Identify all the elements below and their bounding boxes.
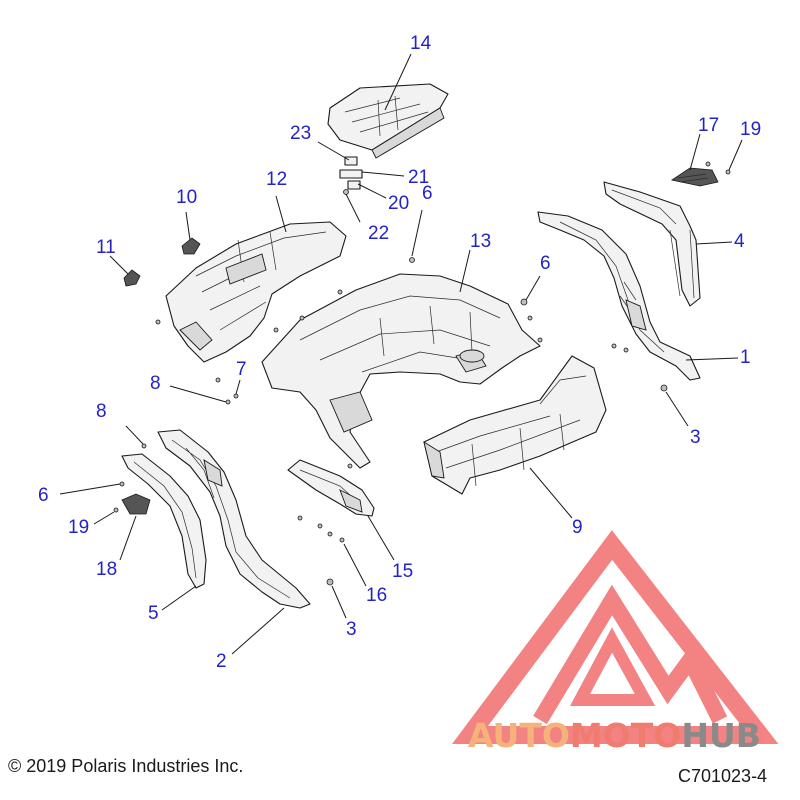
part-4-right-rear-trim	[603, 181, 733, 307]
fastener-7-8	[169, 379, 241, 405]
callout-19-left: 19	[68, 517, 90, 538]
callout-23: 23	[290, 123, 312, 144]
callout-19-top: 19	[740, 119, 762, 140]
callout-9: 9	[572, 517, 583, 538]
latch-hardware-group	[317, 141, 405, 223]
callout-16: 16	[366, 585, 388, 606]
part-18-vent	[93, 493, 151, 561]
callout-22: 22	[368, 223, 390, 244]
callout-6-top: 6	[422, 183, 433, 204]
callout-2: 2	[216, 651, 227, 672]
callout-18: 18	[96, 559, 118, 580]
part-12-rear-body	[155, 195, 347, 383]
fastener-3-bottom	[326, 578, 347, 619]
part-14-panel	[327, 53, 449, 159]
callout-1: 1	[740, 347, 751, 368]
copyright-notice: © 2019 Polaris Industries Inc.	[8, 756, 244, 776]
fastener-6-right	[520, 275, 541, 306]
callout-12: 12	[266, 169, 288, 190]
callout-13: 13	[470, 231, 492, 252]
watermark-auto: AUTO	[468, 716, 570, 755]
part-1-right-fender	[537, 211, 739, 381]
callout-15: 15	[392, 561, 414, 582]
watermark-hub: HUB	[681, 716, 761, 755]
part-10-cap	[181, 211, 201, 255]
callout-8-upper: 8	[150, 373, 161, 394]
callout-3-right: 3	[690, 427, 701, 448]
callout-11: 11	[96, 237, 116, 258]
watermark-moto: MOTO	[569, 716, 682, 755]
callout-3-bottom: 3	[346, 619, 357, 640]
callout-20: 20	[388, 193, 410, 214]
part-15-bracket	[287, 459, 395, 561]
part-5-left-trim	[59, 425, 207, 611]
callout-21: 21	[408, 167, 430, 188]
automotohub-logo-mark	[452, 530, 779, 744]
callout-5: 5	[148, 603, 159, 624]
callout-14: 14	[410, 33, 432, 54]
callout-7: 7	[236, 359, 247, 380]
callout-6-left: 6	[38, 485, 49, 506]
fastener-16	[339, 537, 367, 587]
automotohub-watermark: AUTOMOTOHUB	[468, 716, 761, 755]
part-17-vent	[670, 133, 743, 187]
callout-4: 4	[734, 231, 745, 252]
part-2-left-fender	[157, 429, 311, 655]
callout-8-lower: 8	[96, 401, 107, 422]
part-13-frame	[261, 249, 543, 469]
fastener-3-right	[660, 384, 689, 427]
part-11-cap	[109, 255, 141, 287]
part-9-rear-panel	[423, 355, 607, 519]
callout-6-right: 6	[540, 253, 551, 274]
drawing-number: C701023-4	[678, 766, 768, 786]
fastener-6-top	[409, 209, 423, 263]
callout-17: 17	[698, 115, 720, 136]
callout-10: 10	[176, 187, 198, 208]
